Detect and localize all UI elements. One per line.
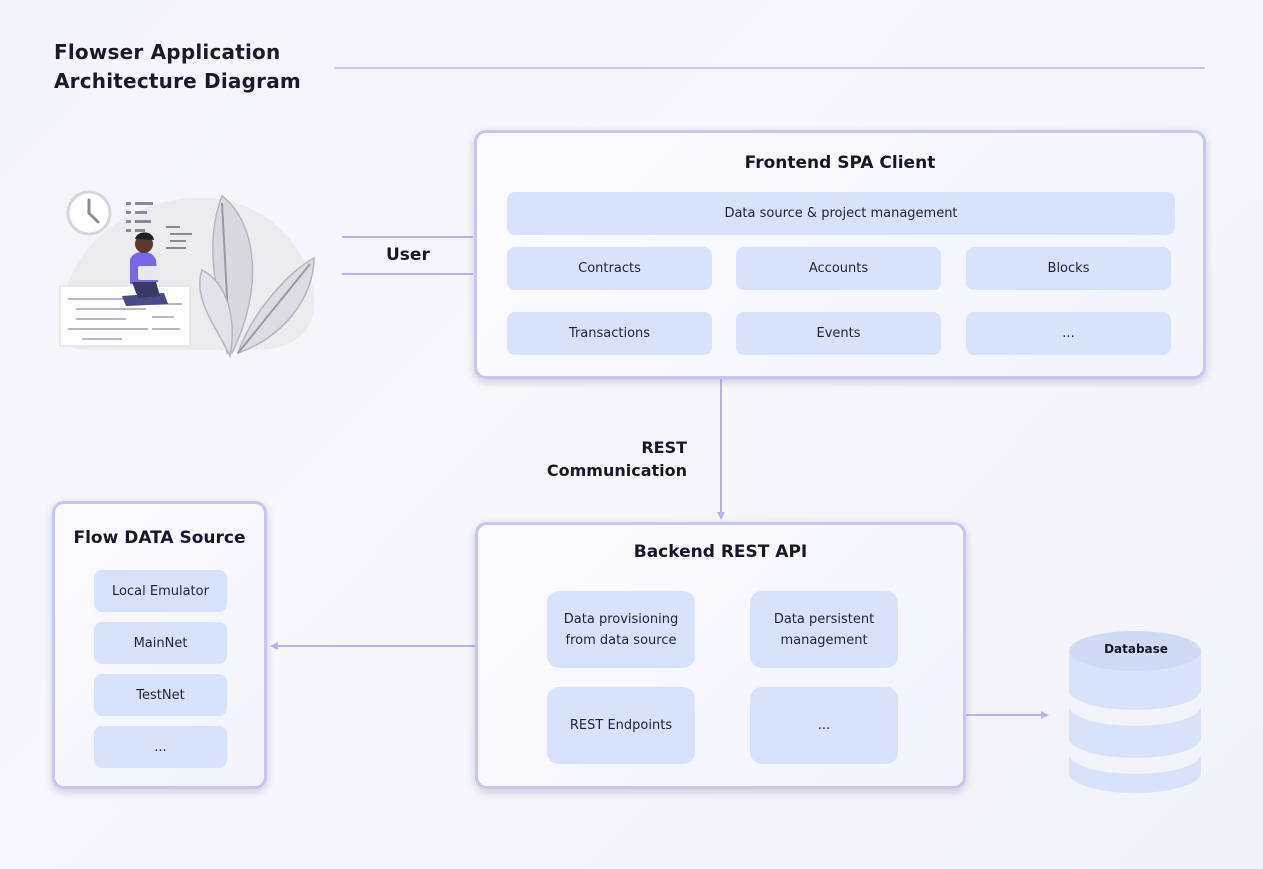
frontend-item-blocks: Blocks [966,247,1171,290]
frontend-item-accounts: Accounts [736,247,941,290]
backend-item-data-provisioning-line2: from data source [565,632,677,648]
database-icon [1069,631,1201,793]
datasource-item-more: ... [94,726,227,768]
rest-label-line2: Communication [546,461,687,480]
datasource-item-local-emulator: Local Emulator [94,570,227,612]
frontend-item-transactions: Transactions [507,312,712,355]
user-label: User [386,245,430,265]
leaf-plant-icon [199,194,315,359]
datasource-item-testnet: TestNet [94,674,227,716]
frontend-item-contracts: Contracts [507,247,712,290]
person-figure [122,232,168,306]
backend-item-data-persistent-line2: management [780,632,868,648]
page-title-line1: Flowser Application [54,40,281,64]
backend-item-data-persistent: Data persistent management [750,591,898,668]
user-illustration [59,190,315,359]
datasource-title: Flow DATA Source [73,528,246,548]
page-title: Flowser Application Architecture Diagram [54,38,301,96]
frontend-title: Frontend SPA Client [744,153,936,173]
code-lines-icon [126,202,192,249]
title-divider [334,67,1205,69]
flow-data-source-box: Flow DATA Source Local Emulator MainNet … [52,501,267,789]
backend-rest-api-box: Backend REST API Data provisioning from … [475,522,966,789]
datasource-item-mainnet: MainNet [94,622,227,664]
backend-item-data-provisioning-line1: Data provisioning [563,611,679,627]
database-label: Database [1104,642,1168,656]
frontend-spa-client-box: Frontend SPA Client Data source & projec… [474,130,1206,379]
backend-title: Backend REST API [633,542,808,562]
frontend-item-events: Events [736,312,941,355]
rest-label-line1: REST [641,438,687,457]
backend-item-more: ... [750,687,898,764]
rest-communication-label: REST Communication [520,436,687,482]
page-title-line2: Architecture Diagram [54,69,301,93]
backend-item-data-provisioning: Data provisioning from data source [547,591,695,668]
backend-item-data-persistent-line1: Data persistent [773,611,875,627]
data-source-project-management-item: Data source & project management [507,192,1175,235]
frontend-item-more: ... [966,312,1171,355]
backend-item-rest-endpoints: REST Endpoints [547,687,695,764]
